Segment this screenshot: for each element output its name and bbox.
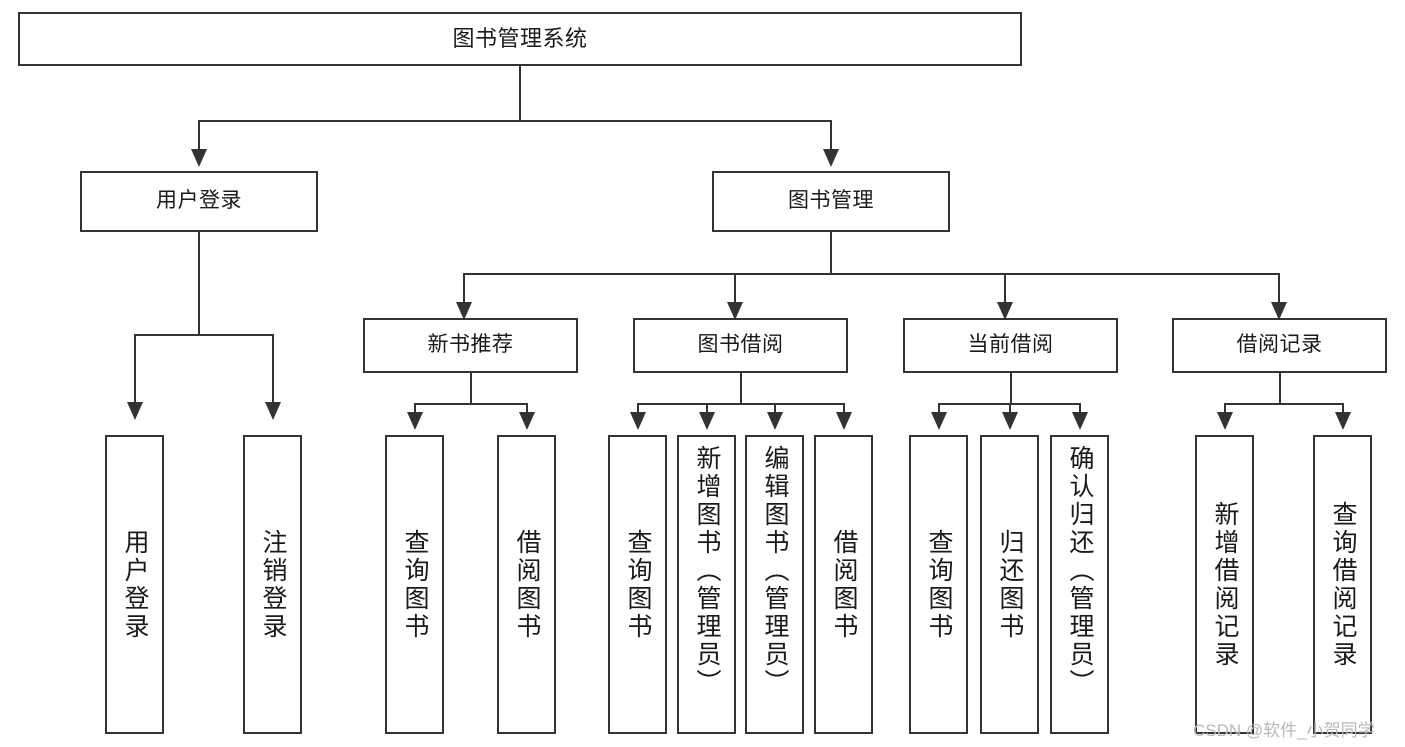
watermark-text: CSDN @软件_小贺同学 xyxy=(1193,721,1375,740)
leaf-add-borrow-record[interactable]: 新增借阅记录 xyxy=(1195,435,1254,734)
arrowhead-icon xyxy=(456,302,472,320)
connector-root-drop-1 xyxy=(198,120,200,153)
arrowhead-icon xyxy=(519,412,535,430)
node-label: 借阅图书 xyxy=(513,528,541,641)
arrowhead-icon xyxy=(127,402,143,420)
node-label: 新增图书（管理员） xyxy=(693,445,721,697)
arrowhead-icon xyxy=(1217,412,1233,430)
connector-nbr-drop-2 xyxy=(526,403,528,415)
node-new-book-recommend[interactable]: 新书推荐 xyxy=(363,318,578,373)
connector-bb-drop-1 xyxy=(637,403,639,415)
leaf-query-book-nbr[interactable]: 查询图书 xyxy=(385,435,444,734)
connector-cb-drop-1 xyxy=(938,403,940,415)
connector-book-management-stem xyxy=(830,232,832,275)
node-label: 归还图书 xyxy=(996,528,1024,641)
connector-br-bus xyxy=(1224,403,1344,405)
node-label: 图书管理 xyxy=(788,189,874,213)
connector-root-bus xyxy=(198,120,832,122)
node-label: 借阅记录 xyxy=(1236,333,1323,357)
leaf-borrow-book-bb[interactable]: 借阅图书 xyxy=(814,435,873,734)
arrowhead-icon xyxy=(1271,302,1287,320)
connector-book-management-bus xyxy=(463,273,1280,275)
leaf-edit-book-admin[interactable]: 编辑图书（管理员） xyxy=(745,435,804,734)
node-label: 查询借阅记录 xyxy=(1329,500,1357,669)
connector-br-stem xyxy=(1279,373,1281,405)
leaf-confirm-return-admin[interactable]: 确认归还（管理员） xyxy=(1050,435,1109,734)
node-label: 当前借阅 xyxy=(967,333,1054,357)
connector-cb-stem xyxy=(1010,373,1012,405)
node-label: 图书管理系统 xyxy=(452,26,588,52)
arrowhead-icon xyxy=(630,412,646,430)
node-label: 借阅图书 xyxy=(830,528,858,641)
arrowhead-icon xyxy=(265,402,281,420)
connector-cb-drop-2 xyxy=(1009,403,1011,415)
node-label: 用户登录 xyxy=(121,528,149,641)
connector-bm-drop-4 xyxy=(1278,273,1280,306)
node-label: 用户登录 xyxy=(156,189,242,213)
node-user-login[interactable]: 用户登录 xyxy=(80,171,318,232)
arrowhead-icon xyxy=(727,302,743,320)
leaf-query-borrow-record[interactable]: 查询借阅记录 xyxy=(1313,435,1372,734)
arrowhead-icon xyxy=(931,412,947,430)
connector-bb-stem xyxy=(740,373,742,405)
connector-bm-drop-3 xyxy=(1004,273,1006,306)
node-label: 查询图书 xyxy=(401,528,429,641)
connector-root-drop-2 xyxy=(830,120,832,153)
node-borrow-record[interactable]: 借阅记录 xyxy=(1172,318,1387,373)
connector-nbr-bus xyxy=(414,403,528,405)
node-label: 新增借阅记录 xyxy=(1211,500,1239,669)
connector-bb-bus xyxy=(637,403,845,405)
arrowhead-icon xyxy=(699,412,715,430)
leaf-logout[interactable]: 注销登录 xyxy=(243,435,302,734)
connector-nbr-drop-1 xyxy=(414,403,416,415)
arrowhead-icon xyxy=(1072,412,1088,430)
node-label: 确认归还（管理员） xyxy=(1066,445,1094,697)
leaf-user-login[interactable]: 用户登录 xyxy=(105,435,164,734)
arrowhead-icon xyxy=(1335,412,1351,430)
arrowhead-icon xyxy=(407,412,423,430)
connector-bb-drop-2 xyxy=(706,403,708,415)
leaf-query-book-cb[interactable]: 查询图书 xyxy=(909,435,968,734)
node-label: 新书推荐 xyxy=(427,333,514,357)
connector-root-stem xyxy=(519,66,521,121)
arrowhead-icon xyxy=(1002,412,1018,430)
node-label: 查询图书 xyxy=(624,528,652,641)
arrowhead-icon xyxy=(997,302,1013,320)
connector-bm-drop-2 xyxy=(734,273,736,306)
connector-br-drop-2 xyxy=(1342,403,1344,415)
node-book-borrow[interactable]: 图书借阅 xyxy=(633,318,848,373)
node-book-management[interactable]: 图书管理 xyxy=(712,171,950,232)
connector-user-login-stem xyxy=(198,232,200,336)
connector-cb-drop-3 xyxy=(1079,403,1081,415)
node-label: 查询图书 xyxy=(925,528,953,641)
arrowhead-icon xyxy=(191,149,207,167)
arrowhead-icon xyxy=(836,412,852,430)
node-label: 编辑图书（管理员） xyxy=(761,445,789,697)
leaf-add-book-admin[interactable]: 新增图书（管理员） xyxy=(677,435,736,734)
connector-user-login-drop-1 xyxy=(134,334,136,406)
connector-nbr-stem xyxy=(470,373,472,405)
arrowhead-icon xyxy=(823,149,839,167)
connector-bb-drop-3 xyxy=(774,403,776,415)
connector-bm-drop-1 xyxy=(463,273,465,306)
connector-br-drop-1 xyxy=(1224,403,1226,415)
connector-user-login-drop-2 xyxy=(272,334,274,406)
leaf-return-book[interactable]: 归还图书 xyxy=(980,435,1039,734)
node-label: 注销登录 xyxy=(259,528,287,641)
arrowhead-icon xyxy=(767,412,783,430)
node-root-book-management-system[interactable]: 图书管理系统 xyxy=(18,12,1022,66)
connector-bb-drop-4 xyxy=(843,403,845,415)
leaf-query-book-bb[interactable]: 查询图书 xyxy=(608,435,667,734)
node-current-borrow[interactable]: 当前借阅 xyxy=(903,318,1118,373)
leaf-borrow-book-nbr[interactable]: 借阅图书 xyxy=(497,435,556,734)
connector-user-login-bus xyxy=(134,334,272,336)
node-label: 图书借阅 xyxy=(697,333,784,357)
